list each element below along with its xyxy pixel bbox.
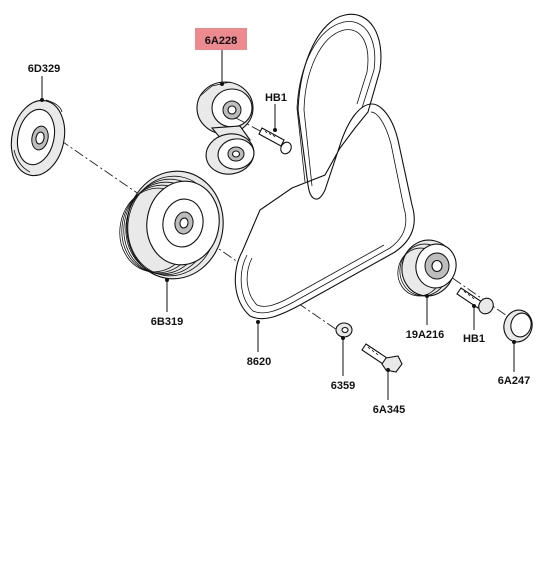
label-damper[interactable]: 6D329	[28, 63, 60, 75]
label-cap[interactable]: 6A247	[498, 375, 530, 387]
label-idler[interactable]: 19A216	[406, 329, 445, 341]
label-tensioner[interactable]: 6A228	[205, 35, 237, 47]
label-bolt-lower[interactable]: HB1	[463, 333, 485, 345]
crankshaft-bolt[interactable]	[361, 343, 403, 373]
drive-belt[interactable]	[234, 13, 415, 320]
tensioner-bolt[interactable]	[235, 117, 293, 156]
pulley-cap[interactable]	[500, 307, 535, 345]
damper-plate[interactable]	[5, 95, 72, 180]
highlight-box	[195, 28, 247, 50]
label-washer[interactable]: 6359	[331, 380, 355, 392]
washer[interactable]	[335, 322, 353, 338]
idler-pulley[interactable]	[393, 235, 460, 301]
label-belt[interactable]: 8620	[247, 356, 271, 368]
crankshaft-pulley[interactable]	[113, 163, 231, 286]
label-crank-pulley[interactable]: 6B319	[151, 316, 183, 328]
centerline-lower	[437, 267, 521, 326]
idler-bolt[interactable]	[456, 287, 496, 316]
belt-tensioner[interactable]	[196, 81, 257, 178]
label-crank-bolt[interactable]: 6A345	[373, 404, 405, 416]
label-bolt-upper[interactable]: HB1	[265, 92, 287, 104]
